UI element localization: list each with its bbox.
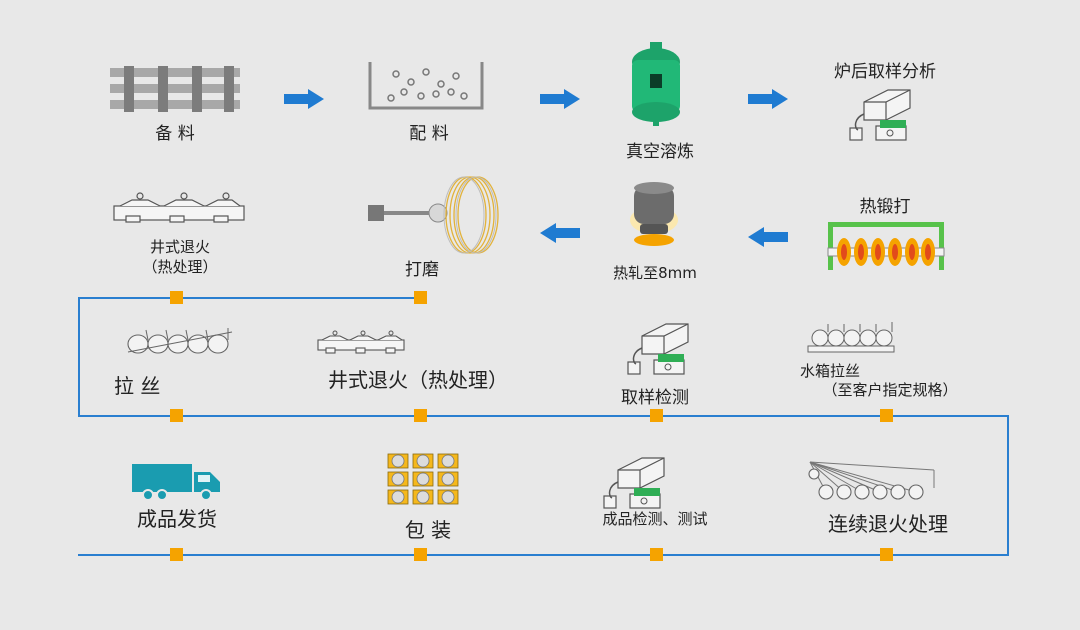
water-tank-drawing-icon (807, 322, 895, 353)
vacuum-furnace-icon (632, 42, 680, 126)
sample-analyzer-icon (627, 323, 689, 375)
flow-node (650, 548, 663, 561)
flow-node (880, 548, 893, 561)
arrow-left-icon (748, 227, 788, 247)
arrow-right-icon (748, 89, 788, 109)
step-label-shipping: 成品发货 (137, 507, 217, 531)
mixing-tank-icon (368, 62, 484, 110)
step-label-batching: 配 料 (409, 124, 449, 144)
arrow-right-icon (284, 89, 324, 109)
spool-rack-icon (387, 453, 459, 505)
flow-node (170, 291, 183, 304)
flow-node (414, 291, 427, 304)
flow-node (170, 548, 183, 561)
step-label-grinding: 打磨 (405, 260, 439, 280)
step-label-pit-annealing-heat-treatment: 井式退火（热处理） (328, 368, 508, 392)
flow-line-row4-h (78, 554, 1009, 556)
flow-node (880, 409, 893, 422)
step-label-customer-spec: （至客户指定规格） (822, 381, 958, 399)
grinding-coil-icon (368, 176, 499, 254)
sample-analyzer-icon (603, 457, 665, 509)
step-label-water-tank-drawing: 水箱拉丝 (800, 362, 861, 380)
flow-line-left-v (78, 297, 80, 416)
flow-line-row2-h (78, 297, 422, 299)
step-label-prepare-material: 备 料 (155, 124, 195, 144)
flow-node (414, 548, 427, 561)
step-label-continuous-annealing: 连续退火处理 (828, 512, 948, 536)
hot-rolling-icon (630, 182, 678, 246)
step-label-hot-forging: 热锻打 (859, 197, 911, 217)
continuous-annealing-icon (808, 461, 935, 500)
step-label-sampling-test: 取样检测 (621, 388, 689, 408)
pit-furnace-icon (317, 330, 405, 354)
step-label-heat-treatment: （热处理） (142, 258, 218, 276)
truck-icon (132, 464, 220, 501)
flow-node (414, 409, 427, 422)
step-label-pit-annealing: 井式退火 (149, 238, 210, 256)
arrow-left-icon (540, 223, 580, 243)
wire-drawing-icon (127, 328, 233, 354)
flow-line-right-v (1007, 415, 1009, 556)
step-label-final-inspection: 成品检测、测试 (602, 510, 708, 528)
flow-node (650, 409, 663, 422)
bars-stack-icon (110, 66, 240, 112)
step-label-furnace-sample-analysis: 炉后取样分析 (834, 62, 936, 82)
step-label-wire-drawing: 拉 丝 (114, 374, 161, 398)
hot-forging-icon (827, 222, 945, 270)
step-label-vacuum-melting: 真空溶炼 (626, 142, 694, 162)
flow-line-row3-h (78, 415, 1009, 417)
flow-node (170, 409, 183, 422)
arrow-right-icon (540, 89, 580, 109)
sample-analyzer-icon (849, 89, 911, 141)
pit-furnace-icon (113, 192, 245, 223)
step-label-packaging: 包 装 (404, 518, 452, 542)
step-label-hot-rolling: 热轧至8mm (613, 264, 697, 282)
